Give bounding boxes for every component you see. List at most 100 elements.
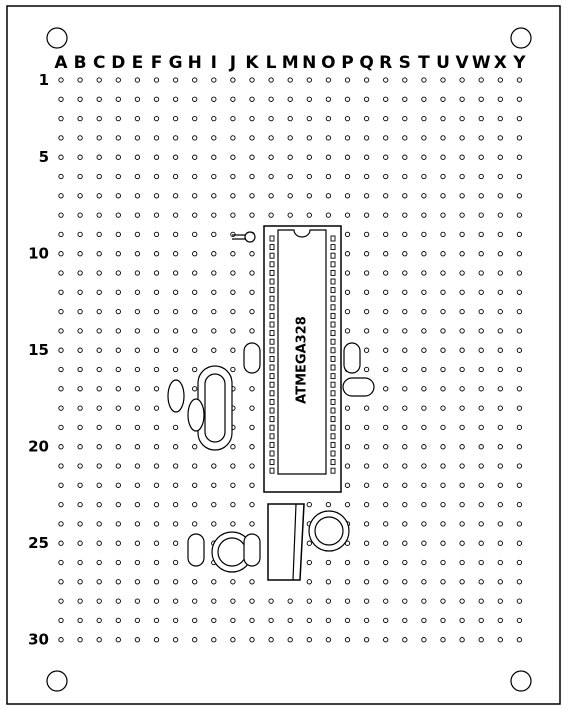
board-hole bbox=[77, 270, 83, 276]
board-hole bbox=[115, 193, 121, 199]
board-hole bbox=[516, 386, 523, 392]
board-hole bbox=[192, 328, 198, 334]
board-hole bbox=[363, 579, 370, 585]
board-hole bbox=[96, 308, 102, 315]
board-hole bbox=[211, 270, 217, 276]
board-hole bbox=[268, 617, 274, 624]
board-hole bbox=[172, 173, 179, 180]
board-hole bbox=[421, 366, 427, 373]
board-hole bbox=[172, 424, 179, 431]
chip-pin-left bbox=[269, 459, 275, 466]
board-hole bbox=[77, 289, 83, 295]
board-hole bbox=[58, 637, 64, 643]
board-hole bbox=[383, 251, 389, 257]
chip-pin-right bbox=[330, 390, 336, 397]
board-hole bbox=[211, 637, 217, 643]
board-hole bbox=[58, 96, 64, 102]
board-hole bbox=[172, 444, 179, 450]
board-hole bbox=[192, 193, 198, 199]
board-hole bbox=[459, 96, 465, 102]
board-hole bbox=[459, 444, 465, 450]
board-hole bbox=[153, 617, 160, 624]
board-hole bbox=[402, 540, 408, 546]
chip-pin-right bbox=[330, 312, 336, 319]
board-hole bbox=[77, 598, 83, 604]
board-hole bbox=[211, 347, 217, 353]
board-hole bbox=[383, 347, 389, 353]
board-hole bbox=[440, 154, 446, 160]
board-hole bbox=[230, 270, 236, 276]
column-label: J bbox=[229, 53, 236, 73]
board-hole bbox=[478, 501, 484, 508]
board-hole bbox=[230, 521, 236, 527]
board-hole bbox=[77, 193, 83, 199]
board-hole bbox=[383, 463, 389, 469]
capacitor-bottom bbox=[187, 533, 205, 567]
board-hole bbox=[459, 617, 465, 624]
board-hole bbox=[478, 424, 484, 431]
board-hole bbox=[249, 405, 255, 411]
board-hole bbox=[459, 559, 465, 566]
board-hole bbox=[383, 617, 389, 624]
board-hole bbox=[325, 598, 332, 604]
hole-grid bbox=[58, 77, 523, 643]
board-hole bbox=[115, 328, 121, 334]
board-hole bbox=[134, 617, 141, 624]
board-hole bbox=[230, 617, 236, 624]
column-label: L bbox=[266, 53, 277, 73]
board-hole bbox=[134, 96, 141, 102]
board-hole bbox=[96, 579, 102, 585]
board-hole bbox=[211, 77, 217, 83]
board-hole bbox=[172, 463, 179, 469]
board-hole bbox=[459, 212, 465, 218]
board-hole bbox=[115, 212, 121, 218]
board-hole bbox=[478, 540, 484, 546]
board-hole bbox=[153, 115, 160, 122]
board-hole bbox=[134, 251, 141, 257]
board-hole bbox=[153, 405, 160, 411]
chip-pin-right bbox=[330, 304, 336, 311]
board-hole bbox=[153, 212, 160, 218]
board-hole bbox=[440, 559, 446, 566]
board-hole bbox=[497, 617, 503, 624]
board-hole bbox=[230, 579, 236, 585]
board-hole bbox=[77, 231, 83, 238]
board-hole bbox=[363, 637, 370, 643]
board-hole bbox=[306, 637, 312, 643]
board-hole bbox=[249, 270, 255, 276]
board-hole bbox=[402, 482, 408, 488]
board-hole bbox=[344, 482, 351, 488]
board-hole bbox=[134, 115, 141, 122]
column-label: I bbox=[211, 53, 217, 73]
board-hole bbox=[440, 193, 446, 199]
board-hole bbox=[440, 347, 446, 353]
column-label: U bbox=[436, 53, 450, 73]
board-hole bbox=[287, 77, 293, 83]
board-hole bbox=[211, 231, 217, 238]
chip-pin-left bbox=[269, 416, 275, 423]
board-hole bbox=[153, 347, 160, 353]
board-hole bbox=[478, 251, 484, 257]
board-hole bbox=[497, 77, 503, 83]
board-hole bbox=[325, 637, 332, 643]
row-label: 25 bbox=[28, 534, 49, 552]
board-hole bbox=[383, 579, 389, 585]
board-hole bbox=[383, 115, 389, 122]
board-hole bbox=[211, 96, 217, 102]
row-label: 5 bbox=[39, 148, 49, 166]
board-hole bbox=[96, 521, 102, 527]
board-hole bbox=[402, 231, 408, 238]
board-outline bbox=[6, 5, 561, 705]
board-hole bbox=[153, 289, 160, 295]
row-label: 1 bbox=[39, 71, 49, 89]
board-hole bbox=[497, 579, 503, 585]
board-hole bbox=[134, 135, 141, 141]
board-hole bbox=[402, 444, 408, 450]
mounting-hole-top-left bbox=[46, 27, 68, 49]
board-hole bbox=[96, 115, 102, 122]
board-hole bbox=[459, 521, 465, 527]
board-hole bbox=[115, 617, 121, 624]
board-hole bbox=[478, 212, 484, 218]
column-label: E bbox=[132, 53, 144, 73]
board-hole bbox=[478, 231, 484, 238]
